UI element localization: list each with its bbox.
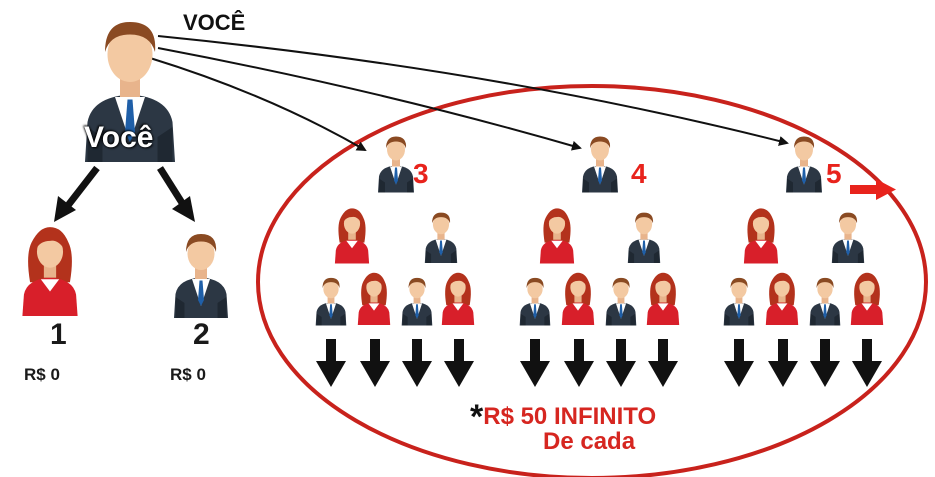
down-arrow-icon [520, 339, 550, 387]
group-5-leader-icon [786, 136, 822, 193]
down-arrow-icon [564, 339, 594, 387]
group-4-l2b-icon [627, 212, 661, 263]
down-arrow-icon [724, 339, 754, 387]
group-3-leader-icon [378, 136, 414, 193]
arrow-to-4 [157, 47, 582, 151]
group-3 [315, 136, 475, 387]
group-4-l2a-icon [539, 208, 575, 264]
group-5-l3a-icon [723, 277, 755, 326]
group-3-l3d-icon [441, 272, 475, 325]
connector-arrows [149, 35, 789, 152]
group-5-number: 5 [826, 158, 842, 189]
group-4-l3c-icon [605, 277, 637, 326]
group-3-l2b-icon [424, 212, 458, 263]
group-3-l3c-icon [401, 277, 433, 326]
arrow-to-3 [149, 57, 367, 152]
down-arrow-icon [316, 339, 346, 387]
group-4-l3d-icon [646, 272, 680, 325]
group-4-leader-icon [582, 136, 618, 193]
referral-2-value: R$ 0 [170, 365, 206, 384]
bonus-line-1: R$ 50 INFINITO [483, 403, 657, 430]
down-arrow-icon [402, 339, 432, 387]
referral-2-businessman-icon [174, 234, 228, 318]
arrow-to-2 [157, 166, 187, 208]
you-badge-label: Você [84, 121, 154, 154]
group-5-l2a-icon [743, 208, 779, 264]
group-5-l3d-icon [850, 272, 884, 325]
down-arrow-icon [852, 339, 882, 387]
group-4-l3a-icon [519, 277, 551, 326]
group-5-l3b-icon [765, 272, 799, 325]
group-4 [519, 136, 680, 387]
group-5-l2b-icon [831, 212, 865, 263]
group-4-l3b-icon [561, 272, 595, 325]
right-arrow-icon [850, 179, 896, 200]
diagram-title: VOCÊ [183, 10, 246, 35]
group-4-number: 4 [631, 158, 647, 189]
network-ellipse [256, 84, 928, 477]
bonus-line-2: De cada [543, 428, 636, 455]
arrow-to-5 [157, 35, 789, 146]
direct-arrows [54, 165, 195, 222]
group-5-l3c-icon [809, 277, 841, 326]
referral-1-value: R$ 0 [24, 365, 60, 384]
referral-2-number: 2 [193, 318, 210, 351]
down-arrow-icon [444, 339, 474, 387]
bonus-text: *R$ 50 INFINITO [470, 394, 657, 436]
down-arrow-icon [360, 339, 390, 387]
referral-1-businesswoman-icon [22, 227, 78, 316]
down-arrow-icon [606, 339, 636, 387]
group-3-l2a-icon [334, 208, 370, 264]
arrow-to-1 [63, 165, 100, 211]
group-3-l3a-icon [315, 277, 347, 326]
group-3-number: 3 [413, 158, 429, 189]
down-arrow-icon [810, 339, 840, 387]
bonus-asterisk: * [470, 398, 484, 436]
down-arrow-icon [768, 339, 798, 387]
group-5 [723, 136, 884, 387]
referral-1-number: 1 [50, 318, 67, 351]
down-arrow-icon [648, 339, 678, 387]
group-3-l3b-icon [357, 272, 391, 325]
